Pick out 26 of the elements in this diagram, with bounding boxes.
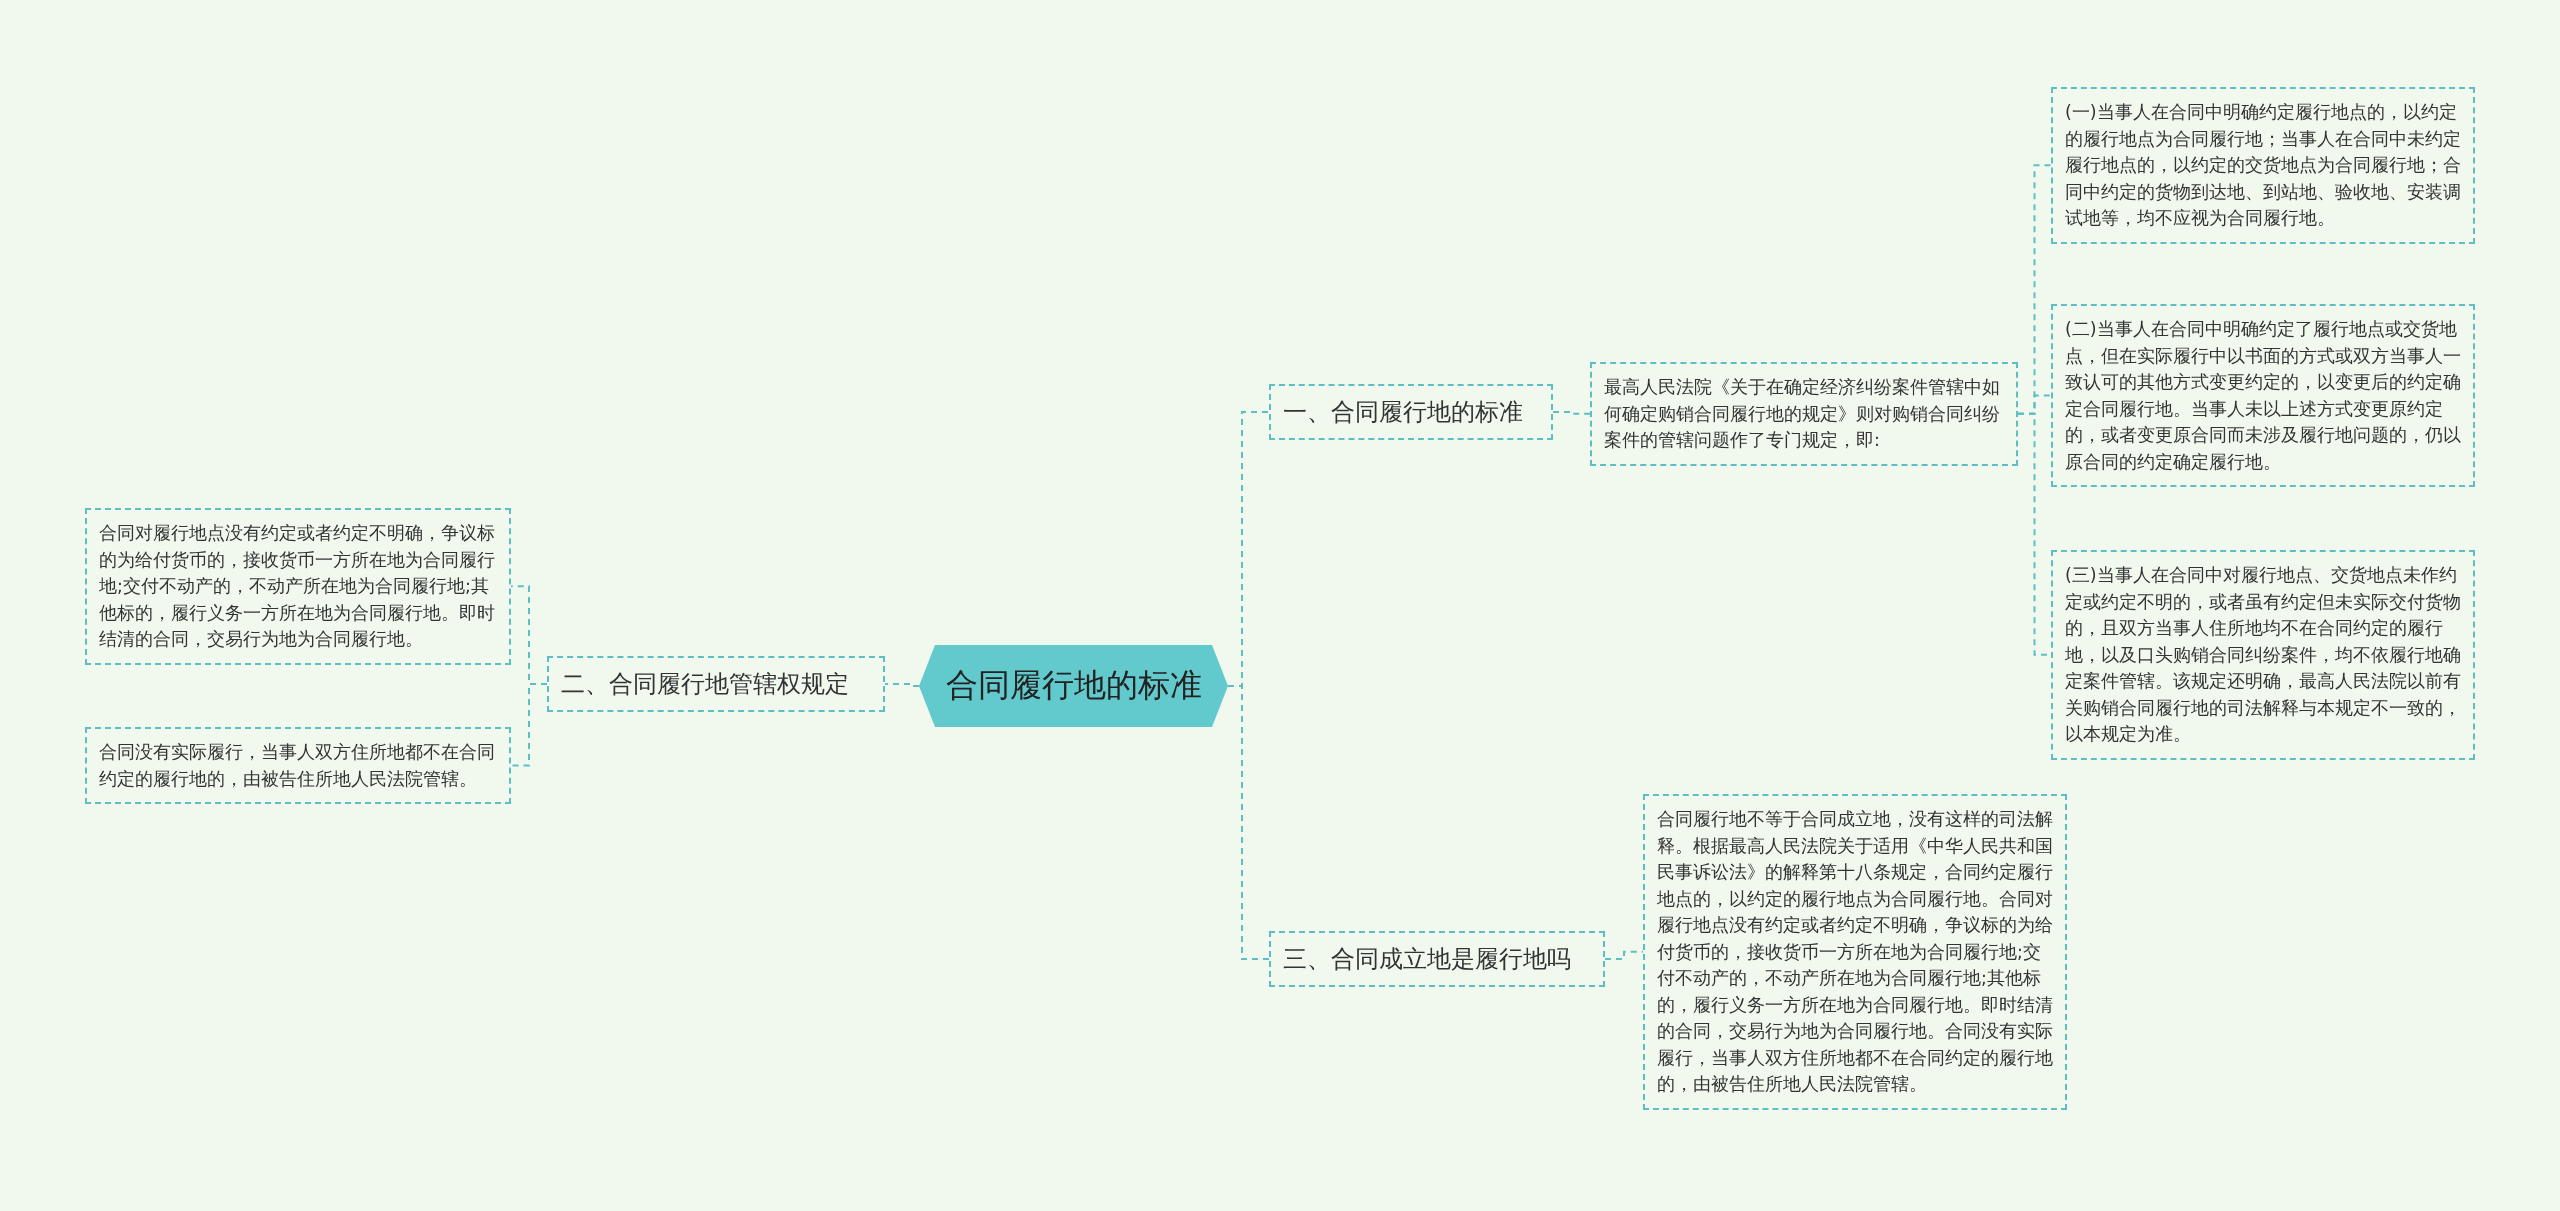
connector-line: [1552, 411, 1591, 415]
connector-line: [1604, 950, 1644, 960]
topic-box: [1269, 384, 1553, 440]
connector-line: [1227, 685, 1270, 960]
text-box: [85, 508, 511, 665]
node-text: (二)当事人在合同中明确约定了履行地点或交货地点，但在实际履行中以书面的方式或双方当事人一致认可的其他方式变更约定的，以变更后的约定确定合同履行地。当事人未以上述方式变更原约定的，或者变更原合同而未涉及履行地问题的，仍以原合同的约定确定履行地。: [2065, 318, 2461, 474]
text-box: [1590, 362, 2018, 466]
text-box: [2051, 87, 2475, 244]
node-text: 最高人民法院《关于在确定经济纠纷案件管辖中如何确定购销合同履行地的规定》则对购销合同纠纷案件的管辖问题作了专门规定，即:: [1604, 376, 2001, 452]
node-text: 二、合同履行地管辖权规定: [561, 669, 850, 700]
central-topic-hexagon: [919, 645, 1228, 727]
text-box: [2051, 304, 2475, 487]
topic-box: [1269, 931, 1605, 987]
connector-line: [884, 683, 920, 687]
node-text: 三、合同成立地是履行地吗: [1283, 944, 1572, 975]
node-text: (一)当事人在合同中明确约定履行地点的，以约定的履行地点为合同履行地；当事人在合同中未约定履行地点的，以约定的交货地点为合同履行地；合同中约定的货物到达地、到站地、验收地、安装调试地等，均不应视为合同履行地。: [2065, 101, 2461, 230]
node-text: 合同履行地不等于合同成立地，没有这样的司法解释。根据最高人民法院关于适用《中华人民共和国民事诉讼法》的解释第十八条规定，合同约定履行地点的，以约定的履行地点为合同履行地。合同对履行地点没有约定或者约定不明确，争议标的为给付货币的，接收货币一方所在地为合同履行地;交付不动产的，不动产所在地为合同履行地;其他标的，履行义务一方所在地为合同履行地。即时结清的合同，交易行为地为合同履行地。合同没有实际履行，当事人双方住所地都不在合同约定的履行地的，由被告住所地人民法院管辖。: [1657, 808, 2053, 1096]
node-text: 一、合同履行地的标准: [1283, 397, 1524, 428]
node-text: 合同履行地的标准: [945, 665, 1202, 706]
node-text: (三)当事人在合同中对履行地点、交货地点未作约定或约定不明的，或者虽有约定但未实际交付货物的，且双方当事人住所地均不在合同约定的履行地，以及口头购销合同纠纷案件，均不依履行地确定案件管辖。该规定还明确，最高人民法院以前有关购销合同履行地的司法解释与本规定不一致的，以本规定为准。: [2065, 564, 2461, 746]
text-box: [85, 727, 511, 804]
connector-line: [510, 683, 548, 767]
node-text: 合同对履行地点没有约定或者约定不明确，争议标的为给付货币的，接收货币一方所在地为合同履行地;交付不动产的，不动产所在地为合同履行地;其他标的，履行义务一方所在地为合同履行地。即时结清的合同，交易行为地为合同履行地。: [99, 522, 496, 651]
node-text: 合同没有实际履行，当事人双方住所地都不在合同约定的履行地的，由被告住所地人民法院管辖。: [99, 741, 496, 791]
text-box: [2051, 550, 2475, 760]
topic-box: [547, 656, 885, 712]
